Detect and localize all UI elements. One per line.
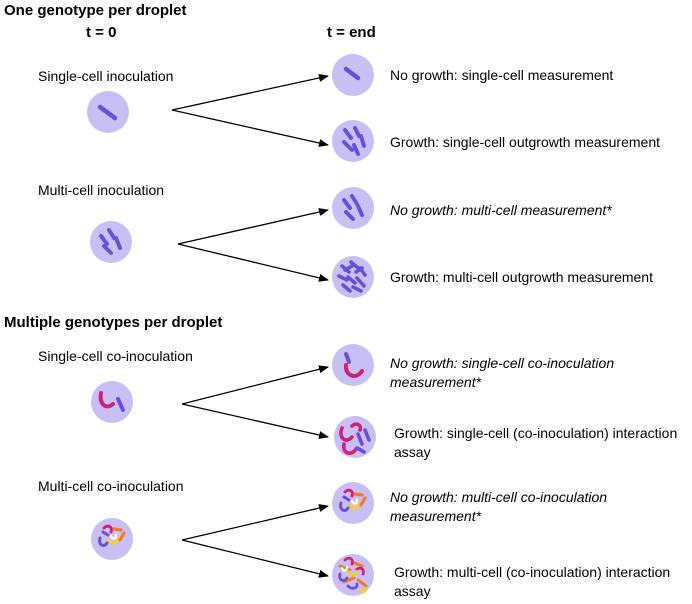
droplet-no-growth-single bbox=[332, 54, 374, 96]
droplet-no-growth-multi-coinoc bbox=[332, 482, 374, 524]
arrow-to-growth-multi-coinoc bbox=[181, 539, 329, 578]
outcome-growth-single-coinoc-line2: assay bbox=[394, 444, 431, 460]
label-single-cell-inoculation: Single-cell inoculation bbox=[38, 68, 174, 84]
outcome-no-growth-multi-coinoc-line2: measurement* bbox=[390, 508, 482, 524]
arrows-single-coinoculation bbox=[181, 365, 329, 439]
arrow-to-no-growth-single bbox=[171, 74, 329, 111]
outcome-growth-multi: Growth: multi-cell outgrowth measurement bbox=[390, 269, 653, 285]
outcome-no-growth-single-coinoc-line1: No growth: single-cell co-inoculation bbox=[390, 355, 615, 371]
section-heading-multiple-genotypes: Multiple genotypes per droplet bbox=[4, 314, 223, 331]
outcome-growth-single: Growth: single-cell outgrowth measuremen… bbox=[390, 134, 661, 150]
droplet-single-coinoc-t0 bbox=[91, 381, 133, 423]
column-header-tend: t = end bbox=[327, 24, 376, 41]
droplet-no-growth-multi bbox=[332, 187, 374, 229]
droplet-growth-single bbox=[332, 120, 374, 162]
label-multi-cell-inoculation: Multi-cell inoculation bbox=[38, 182, 165, 198]
arrow-to-growth-multi bbox=[177, 243, 329, 282]
droplet-multi-coinoc-t0 bbox=[91, 518, 133, 560]
arrow-to-growth-single bbox=[171, 109, 329, 147]
outcome-no-growth-single: No growth: single-cell measurement bbox=[390, 67, 614, 83]
outcome-growth-multi-coinoc-line2: assay bbox=[394, 583, 431, 599]
arrow-to-growth-single-coinoc bbox=[181, 403, 329, 439]
label-single-cell-coinoculation: Single-cell co-inoculation bbox=[38, 348, 193, 364]
droplet-growth-multi-coinoc bbox=[332, 554, 374, 596]
droplet-multi-cell-t0 bbox=[90, 221, 132, 263]
arrows-multi-inoculation bbox=[177, 208, 329, 282]
outcome-no-growth-single-coinoc-line2: measurement* bbox=[390, 374, 482, 390]
droplet-single-cell-t0 bbox=[87, 91, 129, 133]
outcome-no-growth-multi-coinoc-line1: No growth: multi-cell co-inoculation bbox=[390, 489, 608, 505]
outcome-no-growth-multi: No growth: multi-cell measurement* bbox=[390, 202, 612, 218]
droplet-growth-multi bbox=[332, 256, 374, 298]
arrow-to-no-growth-multi bbox=[177, 208, 329, 245]
column-header-t0: t = 0 bbox=[86, 24, 117, 41]
outcome-growth-multi-coinoc-line1: Growth: multi-cell (co-inoculation) inte… bbox=[394, 564, 671, 580]
droplet-growth-single-coinoc bbox=[334, 416, 376, 458]
arrow-to-no-growth-multi-coinoc bbox=[181, 504, 329, 541]
section-heading-one-genotype: One genotype per droplet bbox=[4, 2, 187, 19]
droplet-no-growth-single-coinoc bbox=[332, 344, 374, 386]
arrows-single-inoculation bbox=[171, 74, 329, 147]
outcome-growth-single-coinoc-line1: Growth: single-cell (co-inoculation) int… bbox=[394, 425, 678, 441]
arrows-multi-coinoculation bbox=[181, 504, 329, 578]
arrow-to-no-growth-single-coinoc bbox=[181, 365, 329, 405]
label-multi-cell-coinoculation: Multi-cell co-inoculation bbox=[38, 478, 184, 494]
